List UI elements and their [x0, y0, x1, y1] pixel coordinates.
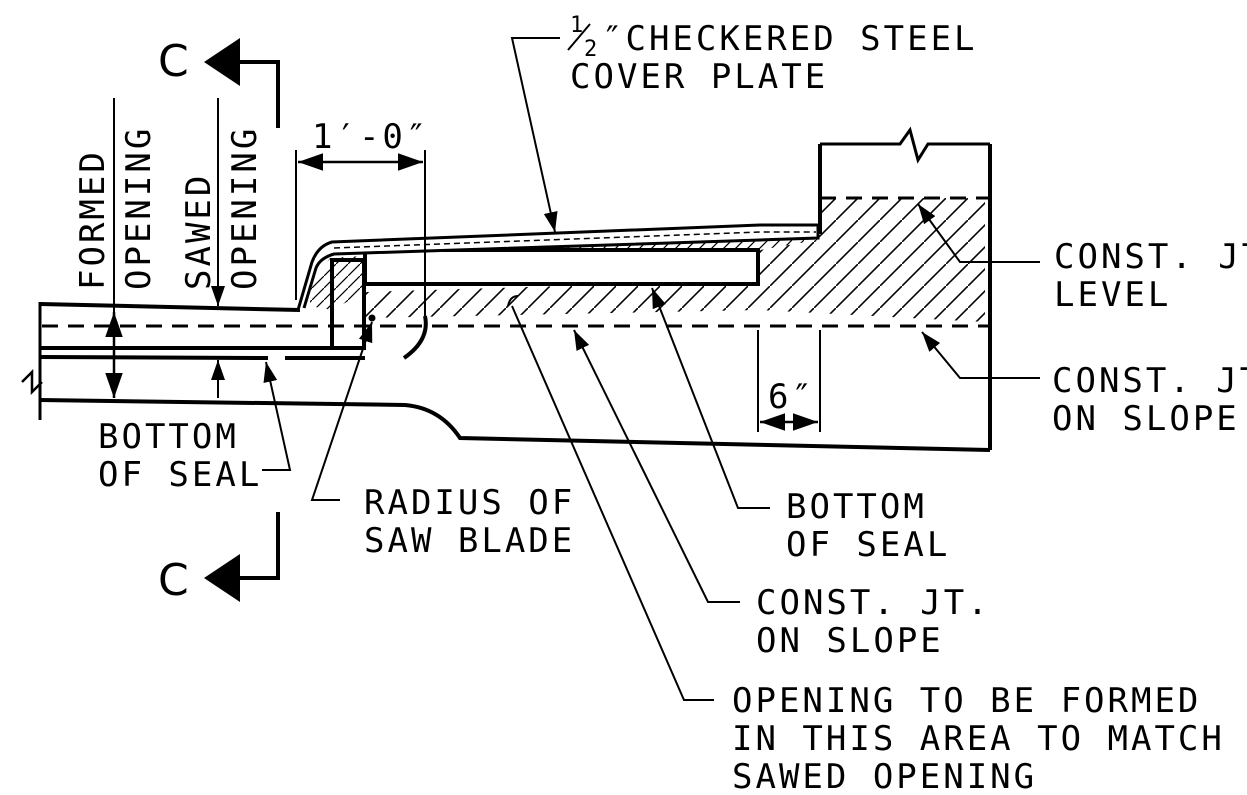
- blank-bar-mask: [365, 252, 758, 286]
- svg-text:OPENING TO BE FORMED: OPENING TO BE FORMED: [732, 681, 1201, 721]
- cover-plate-line1: ″CHECKERED STEEL: [602, 19, 978, 59]
- hatched-concrete: [310, 198, 985, 322]
- cover-plate-fraction-den: 2: [584, 37, 597, 62]
- bottom-seal-left-label: BOTTOM OF SEAL: [98, 417, 262, 495]
- cover-plate-fraction-num: 1: [570, 13, 583, 38]
- section-mark-bottom-line: [240, 512, 280, 580]
- svg-text:SAWED OPENING: SAWED OPENING: [732, 757, 1037, 795]
- const-jt-level-label: CONST. JT. LEVEL: [1054, 237, 1247, 315]
- sawed-opening-label: SAWED: [179, 173, 219, 290]
- dimension-sawed-opening: SAWED OPENING: [179, 98, 265, 398]
- dimension-six-inch: 6″: [757, 330, 821, 432]
- dimension-six-inch-label: 6″: [768, 377, 815, 417]
- section-mark-top: C: [158, 36, 280, 128]
- opening-note-label: OPENING TO BE FORMED IN THIS AREA TO MAT…: [732, 681, 1225, 795]
- structure-outline: [21, 126, 992, 452]
- leader-lines: [262, 37, 1040, 701]
- svg-text:ON SLOPE: ON SLOPE: [756, 621, 944, 661]
- section-mark-top-letter: C: [158, 36, 189, 87]
- dimension-formed-opening: FORMED OPENING: [73, 98, 159, 398]
- svg-text:OF SEAL: OF SEAL: [786, 525, 950, 565]
- svg-text:IN THIS AREA TO MATCH: IN THIS AREA TO MATCH: [732, 719, 1225, 759]
- const-jt-slope-right-label: CONST. JT. ON SLOPE: [1052, 361, 1247, 439]
- cover-plate-line2: COVER PLATE: [570, 57, 828, 97]
- svg-text:ON SLOPE: ON SLOPE: [1052, 399, 1240, 439]
- leader-bottom-seal-left: [262, 361, 292, 471]
- const-jt-slope-mid-label: CONST. JT. ON SLOPE: [756, 583, 991, 661]
- leader-radius: [310, 321, 373, 501]
- svg-text:OF SEAL: OF SEAL: [98, 455, 262, 495]
- formed-opening-label-2: OPENING: [119, 126, 159, 290]
- dimension-one-foot: 1′-0″: [295, 117, 429, 316]
- construction-joint-lines: [42, 196, 990, 328]
- formed-opening-label: FORMED: [73, 149, 113, 290]
- svg-text:SAW BLADE: SAW BLADE: [364, 521, 575, 561]
- leader-bottom-seal-mid: [651, 287, 770, 509]
- leader-cover-plate: [510, 37, 560, 233]
- leader-const-jt-slope-mid: [573, 329, 740, 603]
- leader-const-jt-level: [917, 203, 1040, 263]
- cover-plate-label: 1 2 ″CHECKERED STEEL COVER PLATE: [567, 13, 978, 97]
- svg-text:CONST. JT.: CONST. JT.: [1054, 237, 1247, 277]
- svg-text:BOTTOM: BOTTOM: [98, 417, 239, 457]
- bottom-seal-mid-label: BOTTOM OF SEAL: [786, 487, 950, 565]
- leader-opening-note: [511, 305, 714, 701]
- section-mark-top-arrow-icon: [204, 38, 240, 86]
- svg-text:CONST. JT.: CONST. JT.: [1052, 361, 1247, 401]
- svg-text:RADIUS OF: RADIUS OF: [364, 483, 575, 523]
- sawed-opening-label-2: OPENING: [225, 126, 265, 290]
- svg-text:LEVEL: LEVEL: [1054, 275, 1171, 315]
- dimension-one-foot-label: 1′-0″: [312, 117, 429, 157]
- svg-text:BOTTOM: BOTTOM: [786, 487, 927, 527]
- radius-label: RADIUS OF SAW BLADE: [364, 483, 575, 561]
- section-mark-bottom: C: [158, 512, 280, 606]
- svg-text:CONST. JT.: CONST. JT.: [756, 583, 991, 623]
- leader-const-jt-slope-right: [921, 331, 1040, 379]
- hatch-below-bar: [365, 198, 985, 322]
- section-mark-bottom-letter: C: [158, 555, 189, 606]
- section-mark-top-line: [240, 60, 280, 128]
- section-mark-bottom-arrow-icon: [204, 554, 240, 602]
